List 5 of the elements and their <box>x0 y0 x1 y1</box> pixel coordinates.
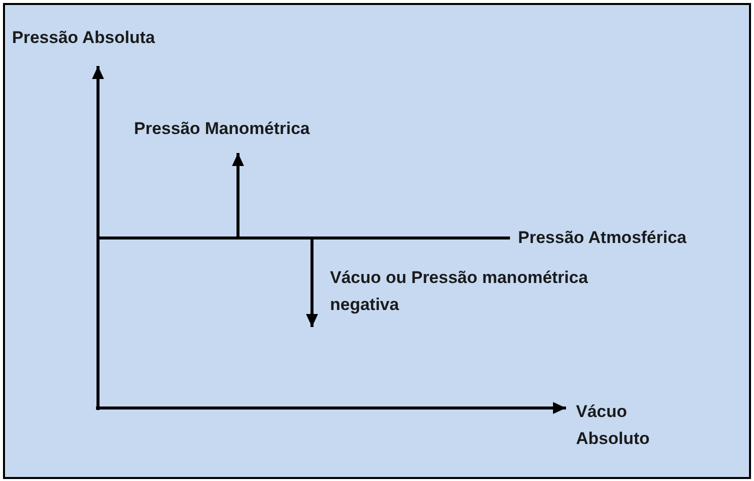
axis-label: Pressão Manométrica <box>134 118 311 140</box>
axis-label: Vácuo ou Pressão manométrica negativa <box>330 267 589 316</box>
axis-label: Pressão Absoluta <box>12 27 156 49</box>
axis-label: Vácuo Absoluto <box>576 401 651 450</box>
axis-label: Pressão Atmosférica <box>518 227 688 249</box>
